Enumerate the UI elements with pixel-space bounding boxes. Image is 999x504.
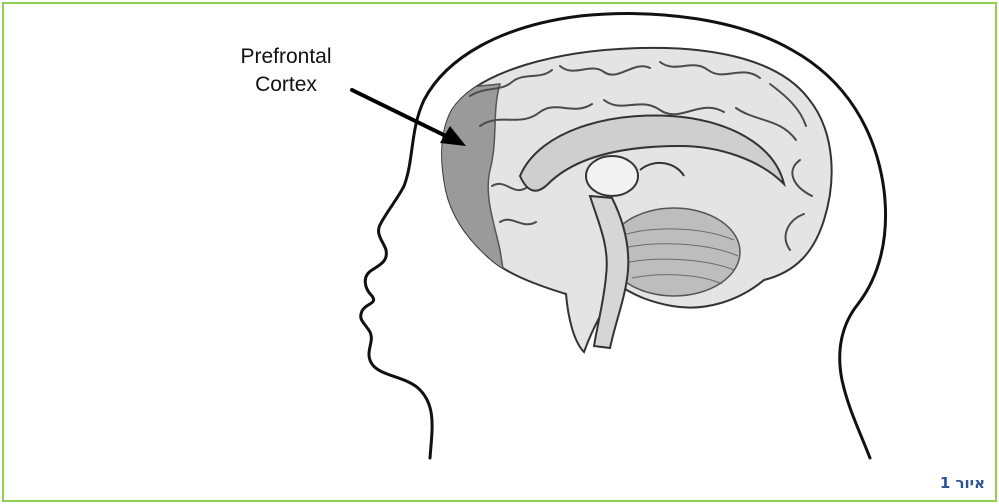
callout-line-1: Prefrontal bbox=[208, 43, 364, 71]
brain-outline bbox=[442, 48, 832, 352]
figure-caption: איור 1 bbox=[940, 474, 985, 492]
callout-line-2: Cortex bbox=[208, 71, 364, 99]
thalamus bbox=[586, 156, 638, 196]
callout-label: Prefrontal Cortex bbox=[208, 43, 364, 99]
